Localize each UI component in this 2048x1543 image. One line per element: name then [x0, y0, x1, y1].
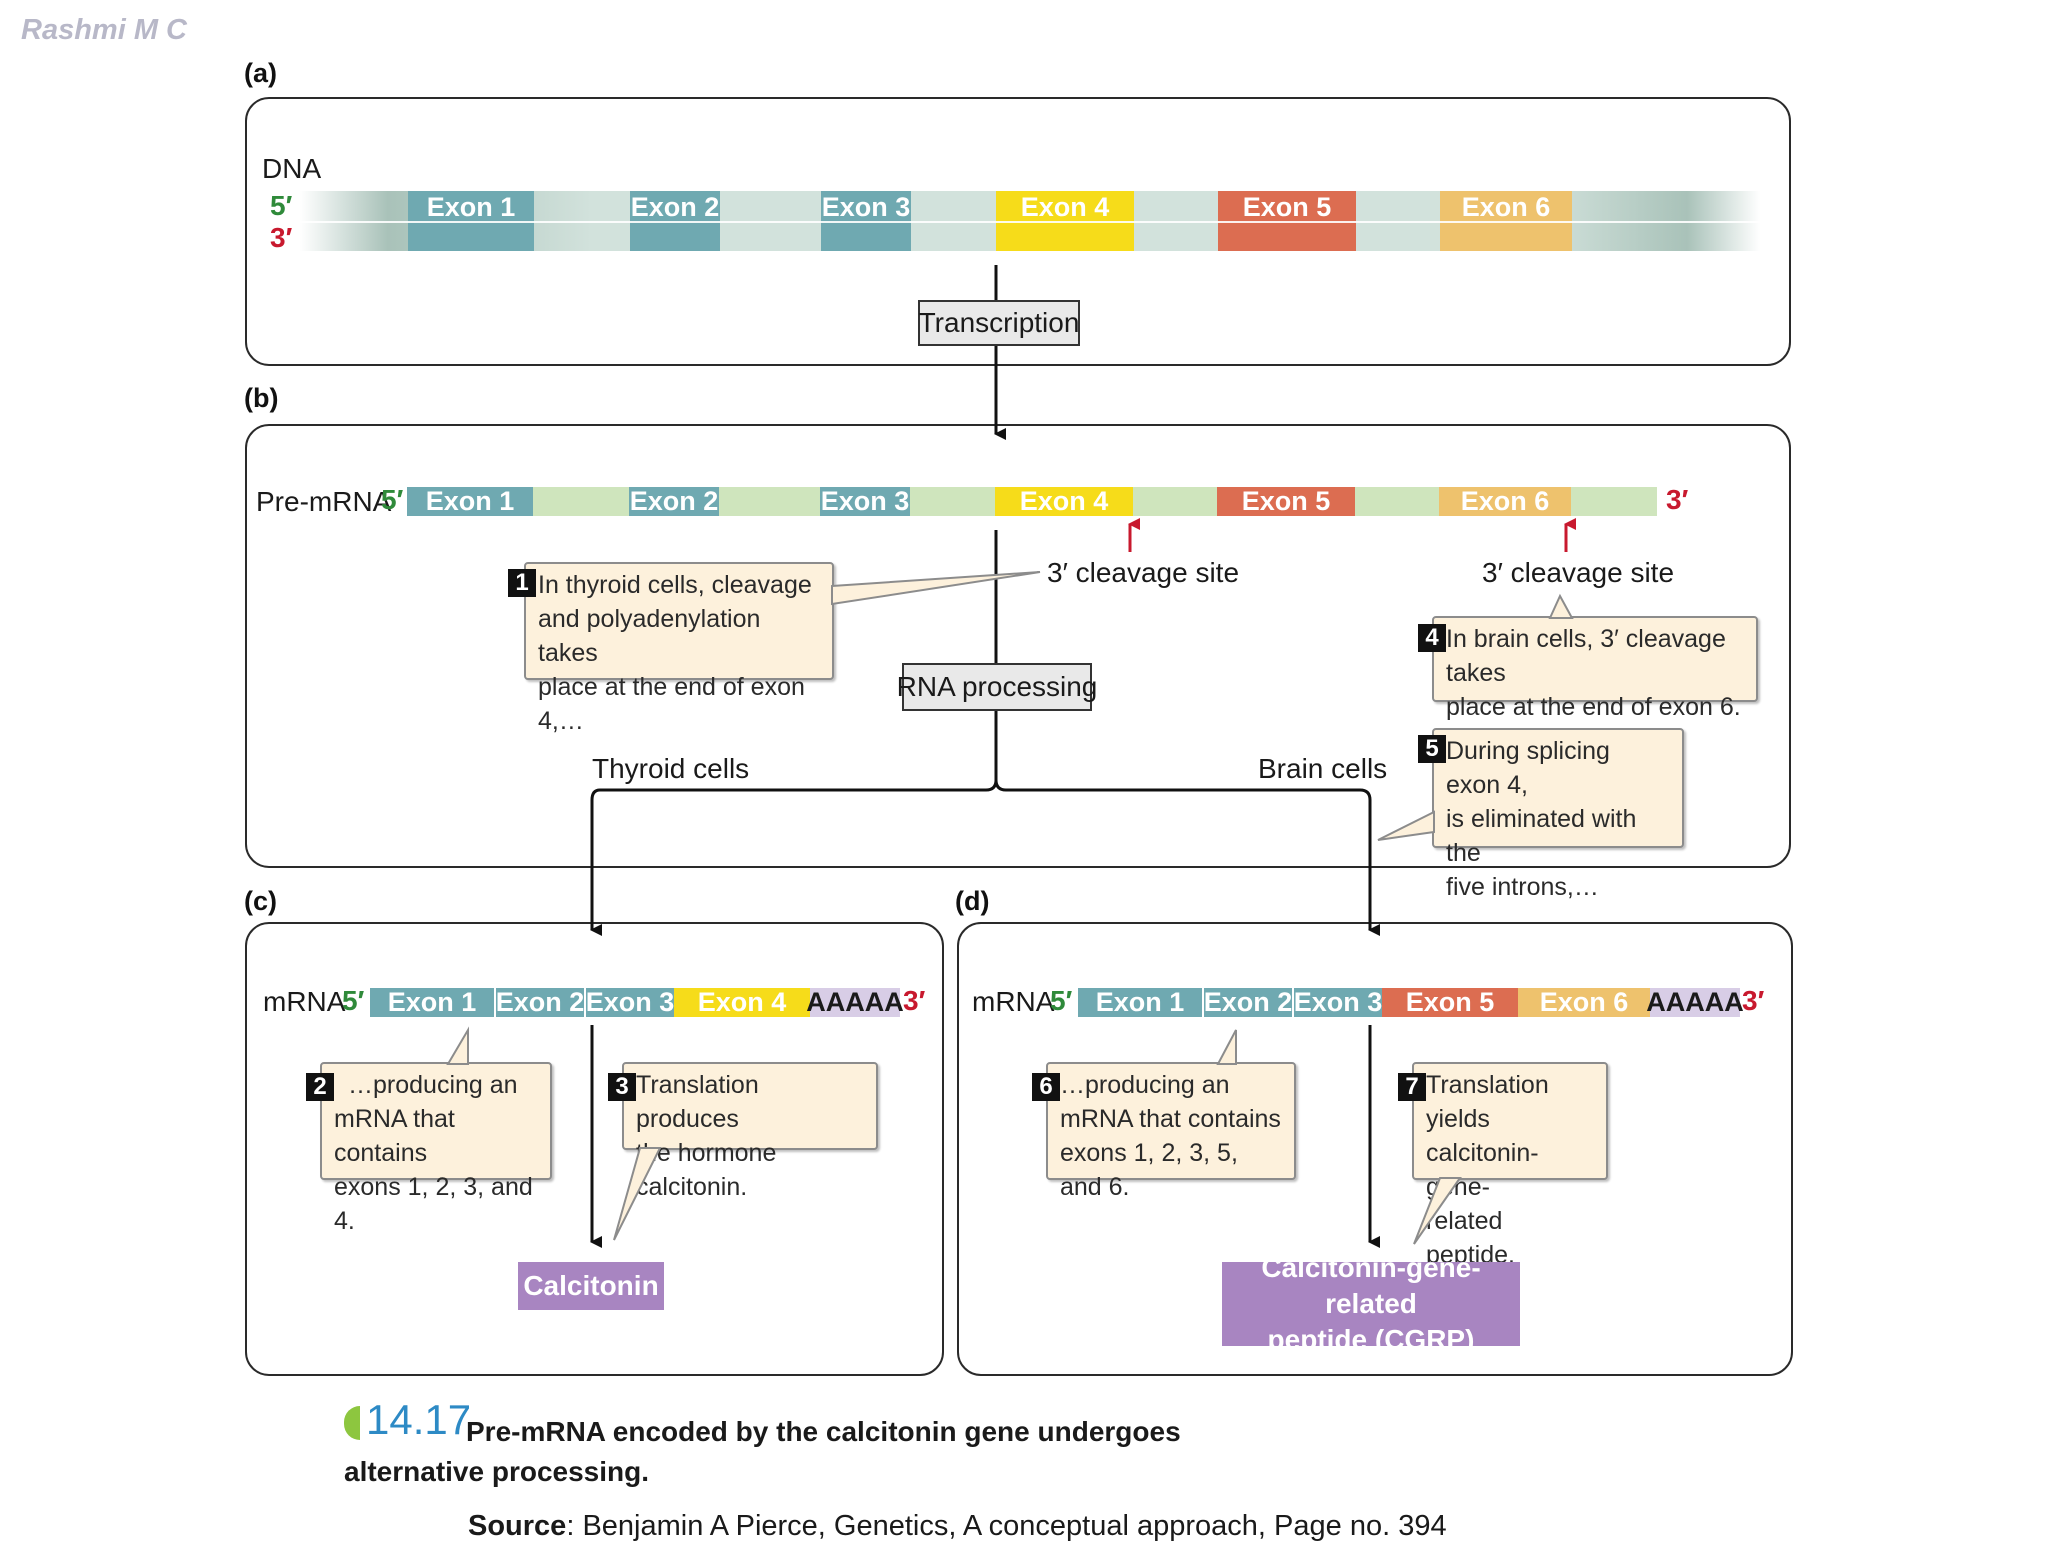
- callout-thyroid-mrna: …producing an mRNA that contains exons 1…: [320, 1062, 552, 1235]
- callout-2-line-2: mRNA that contains: [334, 1105, 455, 1167]
- mrna-d-polya-tail: AAAAA: [1646, 987, 1744, 1017]
- source-text: : Benjamin A Pierce, Genetics, A concept…: [566, 1510, 1447, 1542]
- pre-mrna-exon-4: Exon 4: [995, 486, 1133, 516]
- cgrp-product-line-2: peptide (CGRP): [1267, 1324, 1475, 1355]
- mrna-c-exon-3: Exon 3: [585, 987, 675, 1017]
- step-1-badge: 1: [508, 569, 536, 597]
- callout-splicing: During splicing exon 4, is eliminated wi…: [1432, 728, 1684, 901]
- callout-6-line-2: mRNA that contains: [1060, 1105, 1281, 1133]
- mrna-d-3-prime: 3′: [1742, 985, 1765, 1016]
- thyroid-cells-label: Thyroid cells: [592, 753, 750, 784]
- callout-5-line-3: five introns,…: [1446, 873, 1599, 901]
- pre-mrna-exon-5: Exon 5: [1217, 486, 1355, 516]
- pre-mrna-5-prime: 5′: [381, 484, 404, 515]
- callout-7-line-1: Translation yields: [1426, 1071, 1549, 1133]
- callout-brain-mrna: …producing an mRNA that contains exons 1…: [1046, 1062, 1296, 1201]
- caption-line-2: alternative processing.: [344, 1456, 650, 1487]
- pre-mrna-label: Pre-mRNA: [256, 486, 392, 517]
- mrna-c-exon-2: Exon 2: [495, 987, 585, 1017]
- mrna-c-3-prime: 3′: [903, 985, 926, 1016]
- mrna-d-5-prime: 5′: [1050, 985, 1073, 1016]
- pre-mrna-exon-2: Exon 2: [629, 486, 719, 516]
- caption-line-1: Pre-mRNA encoded by the calcitonin gene …: [466, 1416, 1181, 1447]
- mrna-c-polya-tail: AAAAA: [806, 987, 904, 1017]
- mrna-d-exon-3: Exon 3: [1293, 987, 1383, 1017]
- callout-brain-cleavage: In brain cells, 3′ cleavage takes place …: [1432, 616, 1758, 721]
- mrna-d-exon-6: Exon 6: [1518, 987, 1650, 1017]
- callout-4-line-2: place at the end of exon 6.: [1446, 693, 1741, 721]
- pre-mrna-exon-1: Exon 1: [407, 486, 533, 516]
- figure-number: 14.17: [366, 1396, 472, 1443]
- source-citation: Source: Benjamin A Pierce, Genetics, A c…: [468, 1510, 1447, 1543]
- dna-double-strand: Exon 1 Exon 2 Exon 3 Exon 4 Exon 5 Exon …: [300, 191, 1760, 251]
- callout-1-line-2: and polyadenylation takes: [538, 605, 761, 667]
- dna-5-prime: 5′: [270, 190, 293, 221]
- panel-a-label: (a): [244, 58, 277, 88]
- step-3-badge: 3: [608, 1073, 636, 1101]
- step-6-badge: 6: [1032, 1073, 1060, 1101]
- caption-marker: [344, 1406, 360, 1440]
- step-4-badge: 4: [1418, 624, 1446, 652]
- callout-6-line-3: exons 1, 2, 3, 5, and 6.: [1060, 1139, 1238, 1201]
- dna-3-prime: 3′: [270, 222, 293, 253]
- pre-mrna-strand: Exon 1 Exon 2 Exon 3 Exon 4 Exon 5 Exon …: [407, 486, 1657, 516]
- panel-c-label: (c): [244, 886, 277, 916]
- mrna-c-exon-4: Exon 4: [674, 987, 810, 1017]
- dna-label: DNA: [262, 153, 322, 184]
- callout-3-line-1: Translation produces: [636, 1071, 759, 1133]
- mrna-d-strand: Exon 1 Exon 2 Exon 3 Exon 5 Exon 6 AAAAA: [1078, 987, 1744, 1017]
- callout-5-line-2: is eliminated with the: [1446, 805, 1637, 867]
- step-2-badge: 2: [306, 1073, 334, 1101]
- rna-processing-label: RNA processing: [897, 663, 1097, 711]
- mrna-d-exon-2: Exon 2: [1203, 987, 1293, 1017]
- callout-7-line-2: calcitonin-gene-: [1426, 1139, 1539, 1201]
- callout-1-line-3: place at the end of exon 4,…: [538, 673, 805, 735]
- pre-mrna-3-prime: 3′: [1666, 484, 1689, 515]
- cgrp-product: Calcitonin-gene-related peptide (CGRP): [1222, 1252, 1520, 1355]
- callout-5-line-1: During splicing exon 4,: [1446, 737, 1610, 799]
- mrna-c-exon-1: Exon 1: [370, 987, 494, 1017]
- step-7-badge: 7: [1398, 1073, 1426, 1101]
- dna-strand-divider: [300, 221, 1760, 223]
- cleavage-site-exon4: 3′ cleavage site: [1047, 557, 1240, 588]
- callout-2-line-3: exons 1, 2, 3, and 4.: [334, 1173, 533, 1235]
- step-5-badge: 5: [1418, 735, 1446, 763]
- callout-thyroid-cleavage: In thyroid cells, cleavage and polyadeny…: [524, 562, 834, 735]
- pre-mrna-exon-3: Exon 3: [820, 486, 910, 516]
- mrna-c-5-prime: 5′: [342, 985, 365, 1016]
- pre-mrna-exon-6: Exon 6: [1439, 486, 1571, 516]
- source-label: Source: [468, 1510, 567, 1542]
- mrna-c-label: mRNA: [263, 986, 346, 1017]
- mrna-d-label: mRNA: [972, 986, 1055, 1017]
- panel-d-label: (d): [955, 886, 990, 916]
- callout-2-line-1: …producing an: [348, 1071, 518, 1099]
- mrna-d-exon-5: Exon 5: [1382, 987, 1518, 1017]
- brain-cells-label: Brain cells: [1258, 753, 1388, 784]
- calcitonin-product: Calcitonin: [518, 1262, 664, 1310]
- transcription-label: Transcription: [918, 300, 1080, 346]
- callout-3-line-2: the hormone calcitonin.: [636, 1139, 777, 1201]
- mrna-d-exon-1: Exon 1: [1078, 987, 1202, 1017]
- cgrp-product-line-1: Calcitonin-gene-related: [1261, 1252, 1481, 1319]
- callout-6-line-1: …producing an: [1060, 1071, 1230, 1099]
- callout-4-line-1: In brain cells, 3′ cleavage takes: [1446, 625, 1726, 687]
- callout-1-line-1: In thyroid cells, cleavage: [538, 571, 812, 599]
- mrna-c-strand: Exon 1 Exon 2 Exon 3 Exon 4 AAAAA: [370, 987, 904, 1017]
- callout-calcitonin-translation: Translation produces the hormone calcito…: [622, 1062, 878, 1201]
- panel-b-label: (b): [244, 383, 279, 413]
- author-name: Rashmi M C: [21, 14, 187, 46]
- cleavage-site-exon6: 3′ cleavage site: [1482, 557, 1675, 588]
